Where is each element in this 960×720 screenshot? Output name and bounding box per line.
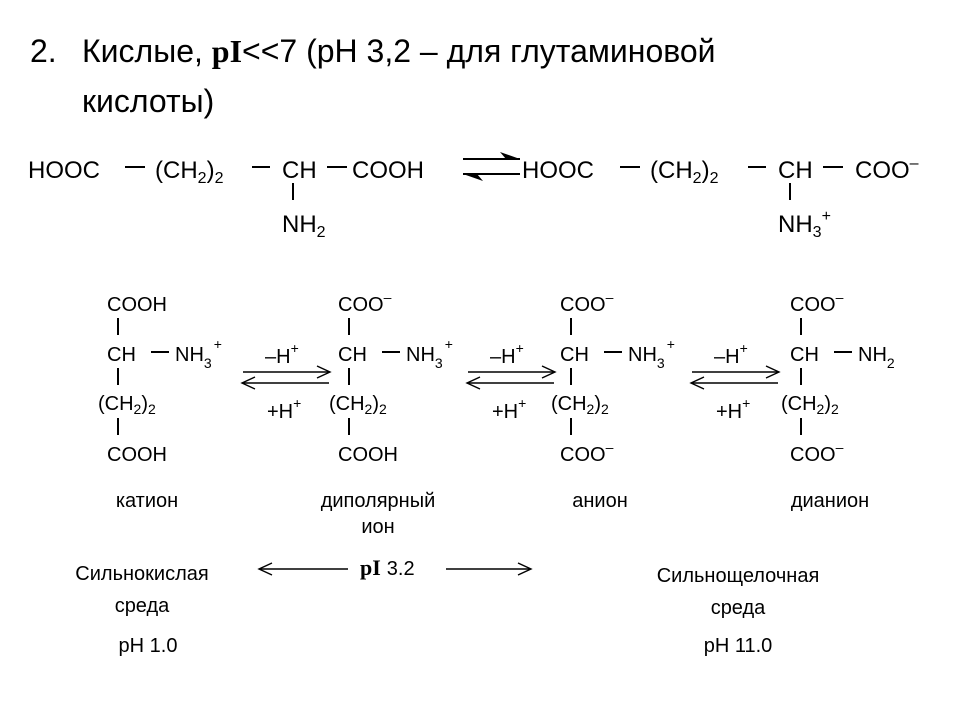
reverse-arrowhead [689,376,705,390]
formula-ch2-group: (CH2)2 [650,157,719,187]
structure-label: диполярный [321,490,436,512]
heading-rest: (pH 3,2 – для глутаминовой [306,33,716,69]
structure-bottom-group: COOH [338,444,398,466]
structure-amino-group: NH3+ [628,336,675,371]
heading-condition: <<7 [242,33,298,69]
structure-top-group: COO– [790,289,844,316]
acid-ph-value: pH 1.0 [119,635,178,657]
protonation-label: +H+ [492,395,526,423]
reverse-arrowhead [240,376,256,390]
heading-word: Кислые, [82,33,203,69]
base-ph-value: pH 11.0 [704,635,773,657]
structure-bottom-group: COOH [107,444,167,466]
strong-base-label: Сильнощелочная [657,565,820,587]
arrow-back-head [463,174,483,181]
deprotonation-label: –H+ [714,340,748,368]
slide-heading: 2. Кислые, pI<<7 (pH 3,2 – для глутаминов… [30,26,930,126]
structure-methylene-group: (CH2)2 [781,393,839,417]
heading-number: 2. [30,33,57,69]
deprotonation-label: –H+ [490,340,524,368]
heading-line2: кислоты) [82,83,215,119]
arrow-to-acid-head [257,562,273,576]
reverse-arrowhead [465,376,481,390]
forward-arrowhead [765,365,781,379]
structure-bottom-group: COO– [560,439,614,466]
formula-ch: CH [282,157,317,184]
transition-2: –H+ +H+ [465,340,557,423]
arrow-forward-head [500,152,520,159]
structure-alpha-carbon: CH [338,344,367,366]
structure-methylene-group: (CH2)2 [98,393,156,417]
top-equation-left: HOOC (CH2)2 CH COOH NH2 [28,157,424,241]
top-equation-right: HOOC (CH2)2 CH COO– NH3+ [522,155,919,241]
forward-arrowhead [541,365,557,379]
formula-hooc: HOOC [28,157,100,184]
structure-amino-group: NH3+ [406,336,453,371]
top-equilibrium-arrows [463,152,520,181]
forward-arrowhead [316,365,332,379]
structure-methylene-group: (CH2)2 [551,393,609,417]
formula-coo-minus: COO– [855,155,919,184]
structure-label: дианион [791,490,869,512]
heading-pi: pI [211,33,243,69]
structure-amino-group: NH2 [858,344,895,371]
transition-arrows: –H+ +H+ –H+ +H+ –H+ +H+ [240,340,781,423]
transition-1: –H+ +H+ [240,340,332,423]
structure-top-group: COO– [338,289,392,316]
arrow-to-base-head [517,562,533,576]
structure-methylene-group: (CH2)2 [329,393,387,417]
formula-nh3-plus: NH3+ [778,208,831,241]
structure-bottom-group: COO– [790,439,844,466]
strong-acid-label: Сильнокислая [75,563,208,585]
formula-ch: CH [778,157,813,184]
formula-ch2-group: (CH2)2 [155,157,224,187]
structure-alpha-carbon: CH [107,344,136,366]
protonation-label: +H+ [716,395,750,423]
structure-label: анион [572,490,628,512]
formula-hooc: HOOC [522,157,594,184]
strong-base-medium: среда [711,597,766,619]
structure-top-group: COOH [107,294,167,316]
formula-nh2: NH2 [282,211,326,241]
transition-3: –H+ +H+ [689,340,781,423]
structure-alpha-carbon: CH [790,344,819,366]
structure-label: катион [116,490,178,512]
protonation-label: +H+ [267,395,301,423]
formula-cooh: COOH [352,157,424,184]
deprotonation-label: –H+ [265,340,299,368]
structure-top-group: COO– [560,289,614,316]
structure-alpha-carbon: CH [560,344,589,366]
structure-amino-group: NH3+ [175,336,222,371]
strong-acid-medium: среда [115,595,170,617]
structure-label-line2: ион [361,516,394,538]
